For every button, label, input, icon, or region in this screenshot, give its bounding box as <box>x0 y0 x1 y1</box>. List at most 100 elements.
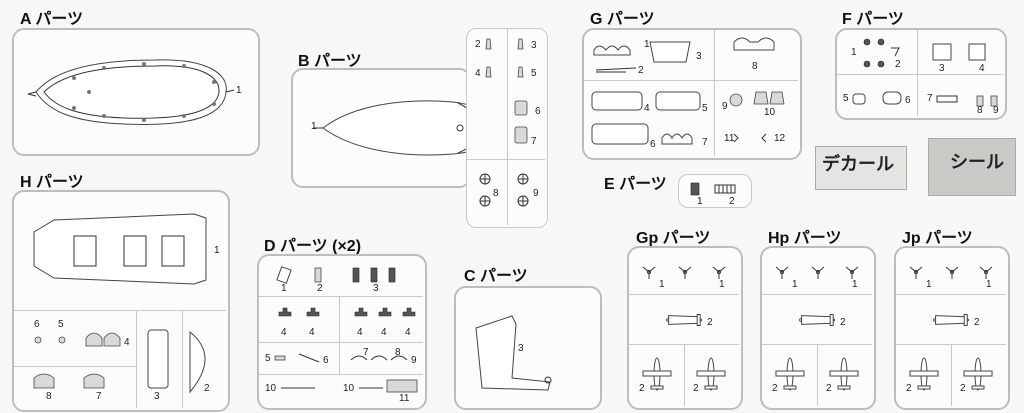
grid-cell <box>896 294 1006 295</box>
part-number: 4 <box>979 63 985 74</box>
grid-cell <box>259 296 423 297</box>
part-number: 8 <box>395 347 401 358</box>
sprue-e: 1 2 <box>678 174 752 208</box>
part-number: 4 <box>309 327 315 338</box>
part-number: 3 <box>154 391 160 402</box>
part-number: 1 <box>311 121 317 132</box>
part-number: 2 <box>475 39 481 50</box>
grid-cell <box>136 310 137 408</box>
grid-cell <box>837 74 1003 75</box>
part-number: 1 <box>214 245 220 256</box>
grid-cell <box>259 342 423 343</box>
grid-cell <box>762 294 872 295</box>
part-b1-deck <box>313 100 494 156</box>
part-number: 2 <box>729 196 735 207</box>
sprue-c: 3 <box>454 286 602 410</box>
part-e-parts <box>690 182 736 196</box>
part-number: 1 <box>719 279 725 290</box>
part-number: 4 <box>281 327 287 338</box>
title-a: A パーツ <box>20 11 84 28</box>
title-f: F パーツ <box>842 11 904 28</box>
part-number: 12 <box>774 133 786 144</box>
part-number: 6 <box>535 106 541 117</box>
grid-cell <box>584 80 798 81</box>
title-h: H パーツ <box>20 174 84 191</box>
part-number: 5 <box>58 319 64 330</box>
part-number: 1 <box>986 279 992 290</box>
grid-cell <box>714 30 715 156</box>
aircraft-parts <box>909 266 993 391</box>
part-number: 11 <box>399 393 410 404</box>
grid-cell <box>951 344 952 406</box>
part-number: 6 <box>34 319 40 330</box>
title-c: C パーツ <box>464 268 528 285</box>
part-number: 8 <box>493 188 499 199</box>
part-number: 3 <box>531 40 537 51</box>
part-number: 3 <box>939 63 945 74</box>
part-number: 1 <box>926 279 932 290</box>
title-hp: Hp パーツ <box>768 230 842 247</box>
sprue-b-small: 2 3 4 5 6 7 8 9 <box>466 28 548 228</box>
sprue-f: 1 2 3 4 5 6 7 8 9 <box>835 28 1007 120</box>
part-number: 2 <box>840 317 846 328</box>
part-number: 1 <box>644 39 650 50</box>
part-number: 1 <box>792 279 798 290</box>
part-number: 9 <box>411 355 417 366</box>
sprue-gp: 1 1 2 2 2 <box>627 246 743 410</box>
sprue-g: 1 2 3 4 5 6 7 8 9 10 11 12 <box>582 28 802 160</box>
part-number: 6 <box>905 95 911 106</box>
grid-cell <box>629 294 739 295</box>
part-number: 8 <box>977 105 983 116</box>
part-number: 8 <box>46 391 52 402</box>
part-number: 2 <box>693 383 699 394</box>
sprue-a: 1 <box>12 28 260 156</box>
part-number: 2 <box>772 383 778 394</box>
part-number: 2 <box>707 317 713 328</box>
part-number: 2 <box>895 59 901 70</box>
part-b-small-parts <box>479 38 529 207</box>
sticker-label: シール <box>950 152 1004 172</box>
grid-cell <box>259 374 423 375</box>
sprue-b: 1 <box>291 68 494 188</box>
part-number: 4 <box>357 327 363 338</box>
grid-cell <box>14 366 136 367</box>
part-number: 7 <box>363 347 369 358</box>
part-number: 2 <box>826 383 832 394</box>
part-number: 4 <box>405 327 411 338</box>
grid-cell <box>507 29 508 225</box>
sticker-sheet <box>928 138 1016 196</box>
part-number: 5 <box>531 68 537 79</box>
part-number: 2 <box>960 383 966 394</box>
title-e: E パーツ <box>604 176 667 193</box>
part-number: 7 <box>927 93 933 104</box>
grid-cell <box>14 310 226 311</box>
grid-cell <box>817 344 818 406</box>
sprue-d: 1 2 3 4 4 4 4 4 5 6 7 8 9 10 10 11 <box>257 254 427 410</box>
part-number: 2 <box>204 383 210 394</box>
part-number: 2 <box>906 383 912 394</box>
aircraft-parts <box>775 266 859 391</box>
part-number: 2 <box>317 283 323 294</box>
part-number: 7 <box>702 137 708 148</box>
part-number: 2 <box>639 383 645 394</box>
decal-sheet <box>815 146 907 190</box>
part-number: 2 <box>974 317 980 328</box>
part-number: 1 <box>659 279 665 290</box>
title-g: G パーツ <box>590 11 655 28</box>
grid-cell <box>917 30 918 116</box>
part-number: 11 <box>724 133 735 144</box>
part-number: 6 <box>323 355 329 366</box>
grid-cell <box>684 344 685 406</box>
part-number: 2 <box>638 65 644 76</box>
part-number: 8 <box>752 61 758 72</box>
part-number: 3 <box>696 51 702 62</box>
part-number: 9 <box>722 101 728 112</box>
part-number: 6 <box>650 139 656 150</box>
grid-cell <box>339 296 340 374</box>
part-number: 10 <box>265 383 277 394</box>
part-number: 1 <box>697 196 703 207</box>
part-number: 10 <box>764 107 776 118</box>
aircraft-parts <box>642 266 726 391</box>
part-number: 1 <box>851 47 857 58</box>
